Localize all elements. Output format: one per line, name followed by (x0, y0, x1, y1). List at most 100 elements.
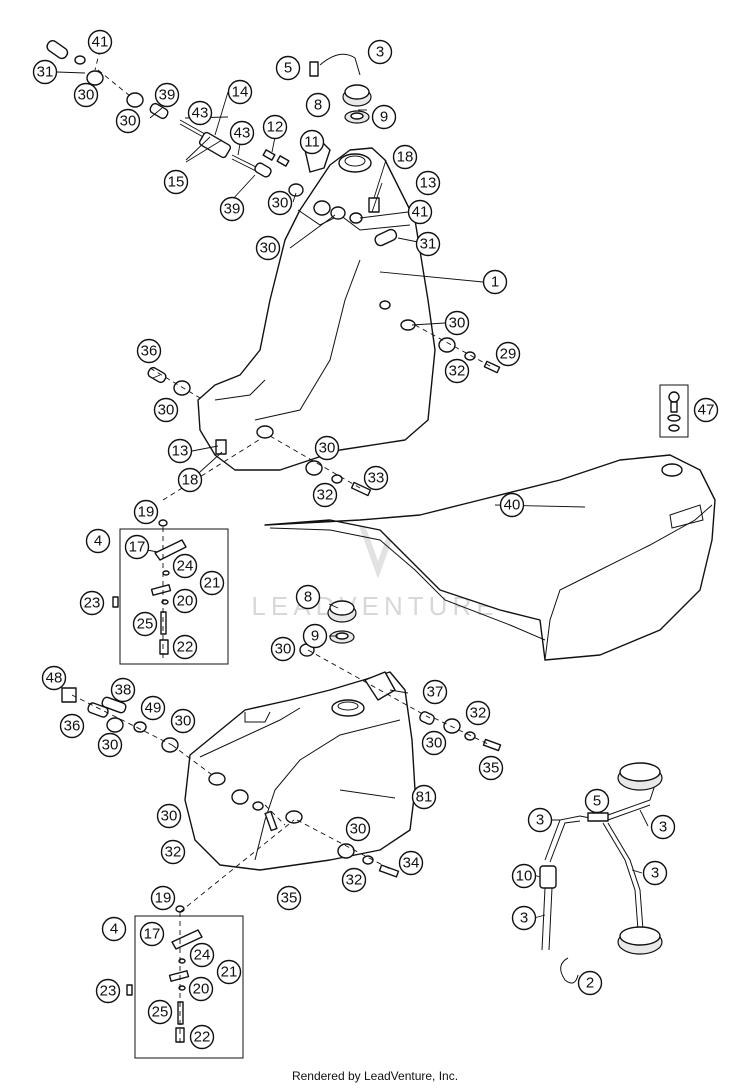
callout-22: 22 (189, 1024, 215, 1050)
callout-39: 39 (154, 82, 180, 108)
svg-text:19: 19 (155, 890, 172, 907)
svg-text:8: 8 (314, 97, 322, 114)
svg-text:30: 30 (161, 808, 178, 825)
footer-credit: Rendered by LeadVenture, Inc. (291, 1069, 459, 1083)
callout-5: 5 (584, 788, 610, 814)
callout-32: 32 (341, 867, 367, 893)
svg-text:8: 8 (304, 589, 312, 606)
callout-3: 3 (511, 905, 537, 931)
svg-text:30: 30 (120, 113, 137, 130)
callout-43: 43 (229, 120, 255, 146)
callout-8: 8 (305, 92, 331, 118)
svg-text:24: 24 (177, 558, 194, 575)
callout-30: 30 (156, 803, 182, 829)
svg-text:30: 30 (260, 240, 277, 257)
svg-text:10: 10 (516, 868, 533, 885)
callout-38: 38 (110, 677, 136, 703)
callout-30: 30 (314, 435, 340, 461)
svg-text:5: 5 (593, 793, 601, 810)
svg-text:2: 2 (586, 975, 594, 992)
svg-text:23: 23 (100, 983, 117, 1000)
callout-37: 37 (422, 679, 448, 705)
callout-17: 17 (124, 534, 150, 560)
svg-text:32: 32 (165, 844, 182, 861)
svg-text:11: 11 (304, 134, 320, 151)
svg-text:38: 38 (115, 682, 132, 699)
svg-text:29: 29 (500, 346, 517, 363)
svg-text:30: 30 (350, 821, 367, 838)
callout-31: 31 (32, 59, 58, 85)
callout-30: 30 (270, 636, 296, 662)
callout-30: 30 (421, 730, 447, 756)
callout-30: 30 (267, 190, 293, 216)
callout-32: 32 (312, 482, 338, 508)
svg-text:32: 32 (317, 487, 334, 504)
svg-text:30: 30 (272, 195, 289, 212)
callout-19: 19 (133, 499, 159, 525)
svg-text:37: 37 (427, 684, 444, 701)
svg-text:30: 30 (275, 641, 292, 658)
svg-text:40: 40 (504, 497, 521, 514)
callout-30: 30 (170, 708, 196, 734)
svg-text:35: 35 (483, 760, 500, 777)
svg-text:36: 36 (64, 718, 81, 735)
callout-25: 25 (132, 611, 158, 637)
callout-31: 31 (415, 231, 441, 257)
callout-20: 20 (172, 588, 198, 614)
svg-text:5: 5 (284, 60, 292, 77)
svg-text:22: 22 (177, 639, 194, 656)
callout-30: 30 (153, 397, 179, 423)
svg-text:41: 41 (412, 204, 429, 221)
svg-text:25: 25 (152, 1004, 169, 1021)
svg-text:1: 1 (491, 274, 499, 291)
watermark-text: LEADVENTURE (251, 591, 498, 621)
callout-48: 48 (41, 665, 67, 691)
svg-text:4: 4 (94, 533, 102, 550)
svg-text:39: 39 (224, 201, 241, 218)
callout-39: 39 (219, 196, 245, 222)
svg-text:3: 3 (659, 819, 667, 836)
svg-text:30: 30 (102, 737, 119, 754)
callout-4: 4 (85, 528, 111, 554)
callout-14: 14 (227, 79, 253, 105)
svg-text:18: 18 (182, 472, 199, 489)
callout-25: 25 (147, 999, 173, 1025)
svg-text:30: 30 (449, 315, 466, 332)
svg-text:23: 23 (84, 595, 101, 612)
callout-43: 43 (187, 100, 213, 126)
callout-47: 47 (693, 397, 719, 423)
svg-text:3: 3 (651, 865, 659, 882)
callout-18: 18 (177, 467, 203, 493)
callout-30: 30 (115, 108, 141, 134)
fuel-hose-detail (539, 762, 663, 984)
callout-17: 17 (139, 921, 165, 947)
svg-text:20: 20 (193, 981, 210, 998)
callout-13: 13 (167, 438, 193, 464)
svg-text:33: 33 (368, 470, 385, 487)
svg-text:30: 30 (175, 713, 192, 730)
callout-81: 81 (411, 784, 437, 810)
svg-text:13: 13 (172, 443, 189, 460)
svg-text:18: 18 (397, 149, 414, 166)
svg-text:9: 9 (311, 628, 319, 645)
callout-49: 49 (140, 695, 166, 721)
svg-text:30: 30 (78, 87, 95, 104)
callout-36: 36 (59, 713, 85, 739)
callout-40: 40 (499, 492, 525, 518)
svg-text:30: 30 (319, 440, 336, 457)
svg-text:21: 21 (221, 964, 238, 981)
svg-text:14: 14 (232, 84, 249, 101)
svg-text:34: 34 (403, 855, 420, 872)
svg-text:22: 22 (194, 1029, 211, 1046)
seat (264, 454, 716, 661)
callout-24: 24 (189, 942, 215, 968)
callout-11: 11 (299, 129, 325, 155)
callout-9: 9 (302, 623, 328, 649)
svg-text:48: 48 (46, 670, 63, 687)
callout-3: 3 (642, 860, 668, 886)
callout-12: 12 (262, 114, 288, 140)
callout-5: 5 (275, 55, 301, 81)
svg-text:3: 3 (520, 910, 528, 927)
callout-1: 1 (482, 269, 508, 295)
callout-30: 30 (255, 235, 281, 261)
